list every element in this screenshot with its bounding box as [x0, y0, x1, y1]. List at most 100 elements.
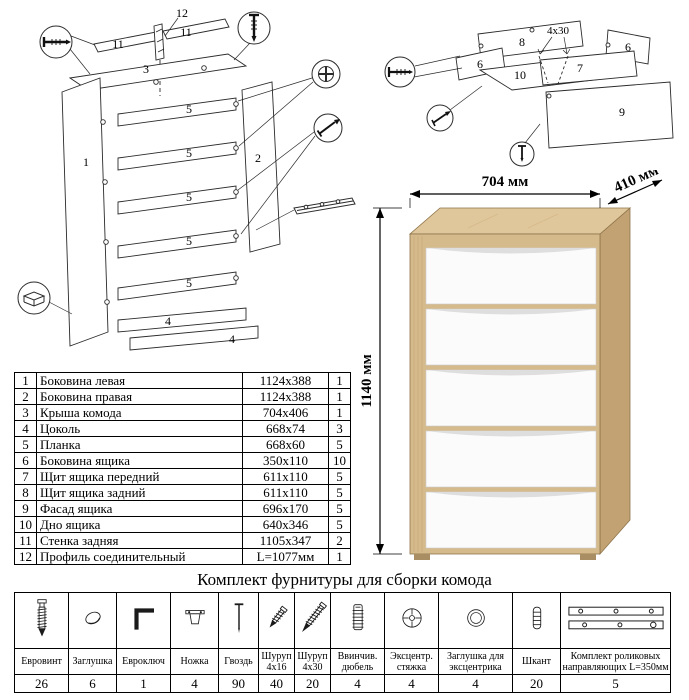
parts-row: 5 Планка 668x60 5 — [14, 436, 351, 453]
hardware-qty: 90 — [218, 674, 259, 693]
part-name: Боковина левая — [36, 372, 243, 389]
drawer-slides-icon — [567, 606, 664, 630]
hardware-name: Шуруп 4х16 — [258, 648, 295, 675]
commode-foot — [414, 554, 430, 560]
drawer-front — [425, 430, 597, 488]
part-name: Крыша комода — [36, 404, 243, 421]
part-number: 5 — [14, 436, 37, 453]
hardware-qty: 40 — [258, 674, 295, 693]
hardware-name: Евровинт — [14, 648, 69, 675]
hex-key-icon — [133, 608, 154, 630]
commode-drawers — [425, 247, 597, 549]
hardware-icon-cell — [68, 592, 117, 649]
part-number: 12 — [14, 548, 37, 565]
callout-screw-head — [237, 59, 341, 147]
wood-dowel-icon — [532, 606, 541, 630]
parts-row: 6 Боковина ящика 350x110 10 — [14, 452, 351, 469]
part-number: 9 — [14, 500, 37, 517]
part-qty: 3 — [328, 420, 351, 437]
rail-plank — [117, 97, 237, 127]
cabinet-part-numbers: 12 11 11 3 1 5 5 5 5 5 2 4 4 — [83, 6, 261, 346]
drawer-fascia-panel — [545, 81, 674, 149]
hardware-qty: 4 — [384, 674, 439, 693]
part-number: 4 — [14, 420, 37, 437]
part-number: 10 — [14, 516, 37, 533]
part-size: 611x110 — [242, 468, 329, 485]
part-qty: 5 — [328, 468, 351, 485]
hardware-qty: 6 — [68, 674, 117, 693]
dimension-width: 704 мм — [409, 174, 601, 208]
part-label-5: 5 — [186, 190, 192, 204]
part-size: 350x110 — [242, 452, 329, 469]
hardware-icon-cell — [14, 592, 69, 649]
hardware-icon-cell — [438, 592, 513, 649]
hardware-table: Евровинт Заглушка Евроключ Ножка Гвоздь … — [14, 592, 671, 693]
cap-icon — [84, 611, 101, 625]
callout-screw-angled — [237, 113, 343, 235]
dimension-depth: 410 мм — [607, 170, 663, 205]
back-panel-left — [93, 31, 161, 53]
part-label-9: 9 — [619, 105, 625, 119]
drawer-front — [425, 369, 597, 427]
hardware-qty: 20 — [294, 674, 331, 693]
part-size: L=1077мм — [242, 548, 329, 565]
hardware-qty: 20 — [512, 674, 561, 693]
plinth-rail — [129, 325, 259, 351]
drawer-back-panel — [477, 20, 584, 60]
part-label-3: 3 — [143, 62, 149, 76]
right-side-panel — [241, 81, 281, 253]
hardware-icon-cell — [218, 592, 259, 649]
callout-confirmat-screw — [384, 55, 463, 88]
parts-row: 1 Боковина левая 1124x388 1 — [14, 372, 351, 389]
parts-row: 11 Стенка задняя 1105x347 2 — [14, 532, 351, 549]
hardware-icon-cell — [116, 592, 171, 649]
dowel-screw-icon — [352, 604, 363, 631]
width-dimension-label: 704 мм — [482, 174, 529, 190]
drawer-front — [425, 247, 597, 305]
parts-row: 4 Цоколь 668x74 3 — [14, 420, 351, 437]
part-qty: 5 — [328, 516, 351, 533]
hardware-qty: 1 — [116, 674, 171, 693]
part-number: 2 — [14, 388, 37, 405]
screw-size-note: 4x30 — [547, 25, 570, 37]
part-qty: 1 — [328, 404, 351, 421]
part-qty: 2 — [328, 532, 351, 549]
part-label-1: 1 — [83, 155, 89, 169]
hardware-qty: 26 — [14, 674, 69, 693]
screw-large-icon — [301, 601, 327, 633]
dimension-height: 1140 мм — [359, 207, 402, 555]
hardware-name: Гвоздь — [218, 648, 259, 675]
part-size: 611x110 — [242, 484, 329, 501]
rail-plank — [117, 229, 237, 259]
part-number: 1 — [14, 372, 37, 389]
hardware-icon-cell — [258, 592, 295, 649]
part-label-6: 6 — [625, 40, 631, 54]
part-label-4: 4 — [165, 314, 171, 328]
hardware-icon-cell — [512, 592, 561, 649]
part-size: 1124x388 — [242, 388, 329, 405]
hardware-qty: 4 — [438, 674, 513, 693]
commode-top-face — [408, 207, 632, 235]
part-name: Боковина ящика — [36, 452, 243, 469]
hardware-name: Шкант — [512, 648, 561, 675]
part-qty: 5 — [328, 436, 351, 453]
left-side-panel — [61, 77, 109, 347]
parts-row: 3 Крыша комода 704x406 1 — [14, 404, 351, 421]
commode-side-face — [599, 207, 631, 556]
part-number: 11 — [14, 532, 37, 549]
part-size: 640x346 — [242, 516, 329, 533]
connecting-profile — [153, 23, 165, 61]
part-number: 6 — [14, 452, 37, 469]
parts-row: 10 Дно ящика 640x346 5 — [14, 516, 351, 533]
part-number: 7 — [14, 468, 37, 485]
hardware-name: Шуруп 4х30 — [294, 648, 331, 675]
callout-confirmat-screw — [39, 25, 96, 75]
drawer-front — [425, 491, 597, 549]
parts-row: 12 Профиль соединительный L=1077мм 1 — [14, 548, 351, 565]
part-label-8: 8 — [519, 35, 525, 49]
hardware-icon-cell — [330, 592, 385, 649]
hardware-icon-cell — [560, 592, 671, 649]
part-size: 1105x347 — [242, 532, 329, 549]
hardware-name: Комплект роликовых направляющих L=350мм — [560, 648, 671, 675]
drawer-front-panel — [539, 50, 638, 86]
